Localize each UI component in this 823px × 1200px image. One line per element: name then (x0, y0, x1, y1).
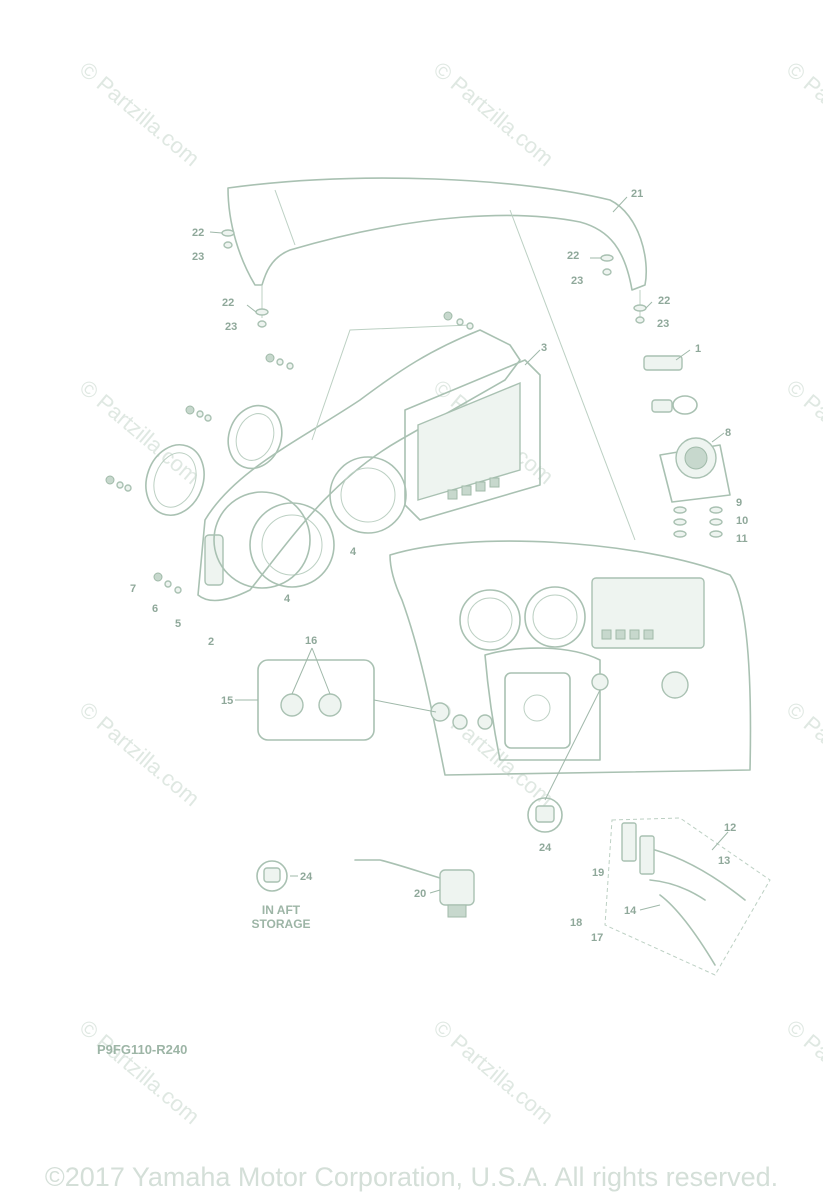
callout-label: 4 (284, 593, 291, 605)
buzzer-part (354, 859, 475, 918)
callout-label: 24 (539, 842, 552, 854)
leader-lines (209, 196, 729, 911)
watermark: © Partzilla.com (75, 57, 205, 171)
display-part (404, 359, 541, 521)
watermark: © Partzilla.com (75, 1015, 205, 1129)
callout-label: 22 (192, 227, 204, 239)
callout-labels-right: 22 23 (657, 295, 670, 330)
callout-label: 4 (350, 546, 357, 558)
switch-panel-part (257, 659, 375, 741)
copyright-notice: ©2017 Yamaha Motor Corporation, U.S.A. A… (44, 1162, 779, 1192)
watermark: © Partzilla.com (429, 1015, 559, 1129)
watermark: © Partzilla.com (782, 1015, 823, 1129)
gauge-panel-part (197, 324, 521, 602)
callout-label: 10 (736, 515, 748, 527)
callout-label: 23 (225, 321, 237, 333)
callout-label: 20 (414, 888, 426, 900)
bezel-rings (105, 311, 474, 594)
receptacle-parts (256, 797, 563, 892)
callout-label: 21 (631, 188, 643, 200)
callout-label: 23 (571, 275, 583, 287)
top-cover-part (227, 177, 648, 541)
callout-label: 23 (192, 251, 204, 263)
callout-label: 5 (175, 618, 181, 630)
callout-label: 19 (592, 867, 604, 879)
callout-label: 22 (222, 297, 234, 309)
callout-label: 22 (658, 295, 670, 307)
callout-label: 24 (300, 871, 313, 883)
callout-label: 23 (657, 318, 669, 330)
callout-label: 3 (541, 342, 547, 354)
callout-label: 22 (567, 250, 579, 262)
storage-note: IN AFT STORAGE (236, 903, 326, 931)
wiring-harness-part (604, 817, 771, 976)
callout-label: 18 (570, 917, 582, 929)
watermark: © Partzilla.com (75, 375, 205, 489)
callout-label: 17 (591, 932, 603, 944)
callout-label: 1 (695, 343, 701, 355)
watermark: © Partzilla.com (782, 57, 823, 171)
watermark: © Partzilla.com (75, 697, 205, 811)
dashboard-assembly (389, 540, 752, 776)
watermark: © Partzilla.com (782, 697, 823, 811)
watermark: © Partzilla.com (782, 375, 823, 489)
watermark: © Partzilla.com (429, 57, 559, 171)
callout-label: 8 (725, 427, 731, 439)
right-side-parts (643, 355, 731, 538)
storage-note-line: STORAGE (251, 917, 311, 931)
callout-labels: 1 2 3 4 4 5 6 7 8 9 10 11 12 13 14 15 16… (130, 188, 748, 944)
callout-label: 11 (736, 533, 748, 545)
diagram-code: P9FG110-R240 (97, 1042, 188, 1057)
callout-label: 6 (152, 603, 158, 615)
callout-label: 7 (130, 583, 136, 595)
washers (221, 229, 647, 328)
callout-label: 13 (718, 855, 730, 867)
callout-label: 15 (221, 695, 233, 707)
callout-label: 9 (736, 497, 742, 509)
storage-note-line: IN AFT (261, 903, 301, 917)
callout-label: 16 (305, 635, 317, 647)
callout-label: 2 (208, 636, 214, 648)
callout-label: 14 (624, 905, 637, 917)
callout-label: 12 (724, 822, 736, 834)
